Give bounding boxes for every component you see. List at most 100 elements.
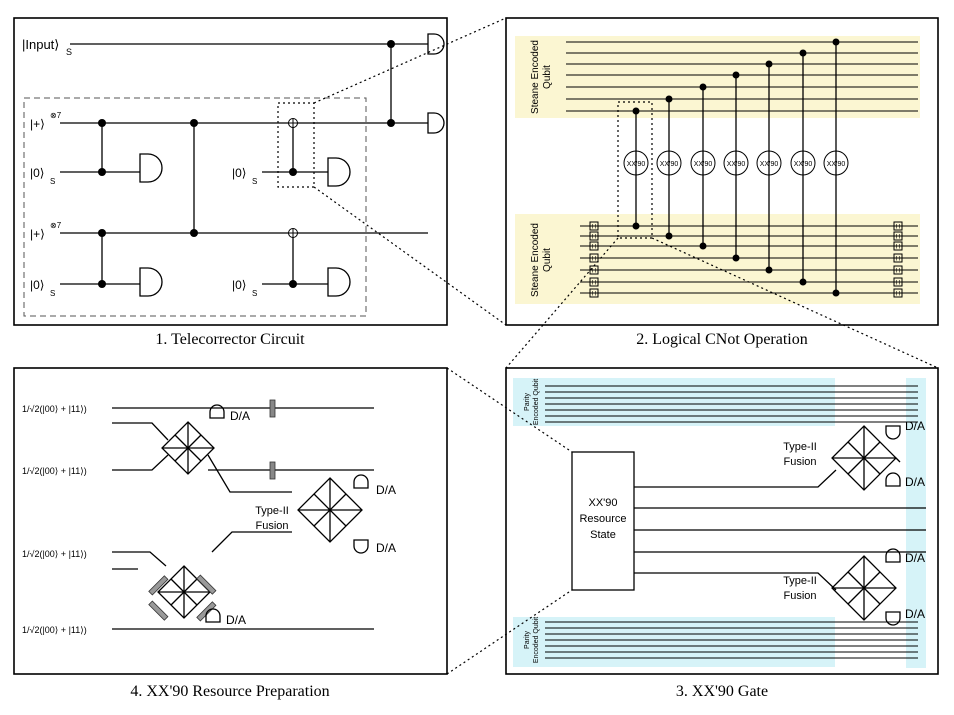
h-label: H <box>896 269 900 275</box>
beamsplitter-top <box>161 421 215 475</box>
h-label: H <box>592 235 596 241</box>
xx-gate-label: XX'90 <box>660 161 679 168</box>
plus-sup: ⊗7 <box>50 111 62 120</box>
detector-icon <box>209 404 225 419</box>
measurement-icon <box>139 267 163 297</box>
dashed-box <box>23 97 367 317</box>
xx-gate-label: XX'90 <box>827 161 846 168</box>
fusion-beamsplitter <box>297 477 363 543</box>
zero-ket-label: |0⟩ <box>30 166 44 180</box>
detector-label: D/A <box>376 541 396 555</box>
h-label: H <box>592 257 596 263</box>
bell-state-label: 1/√2(|00⟩ + |11⟩) <box>22 549 87 559</box>
measurement-icon <box>427 33 445 55</box>
zero-ket-label: |0⟩ <box>232 166 246 180</box>
detector-icon <box>885 548 901 563</box>
h-label: H <box>896 235 900 241</box>
h-label: H <box>896 257 900 263</box>
h-label: H <box>592 245 596 251</box>
panel-1-caption: 1. Telecorrector Circuit <box>155 331 305 348</box>
resource-state-box <box>571 451 635 591</box>
control-dots <box>98 40 395 288</box>
detector-icon <box>885 611 901 626</box>
dotted-selection-box <box>617 101 653 239</box>
fusion-beamsplitter-bottom <box>831 555 897 621</box>
xx-gate-label: XX'90 <box>627 161 646 168</box>
panel-4: 1/√2(|00⟩ + |11⟩) 1/√2(|00⟩ + |11⟩) 1/√2… <box>22 399 396 700</box>
fusion-label-1: Type-II <box>783 441 817 453</box>
bell-state-label: 1/√2(|00⟩ + |11⟩) <box>22 404 87 414</box>
panel-2-caption: 2. Logical CNot Operation <box>636 331 808 348</box>
top-block-label-2: Qubit <box>542 65 553 89</box>
h-label: H <box>896 292 900 298</box>
parity-label-2: Encoded Qubit <box>533 379 540 425</box>
detector-icon <box>353 539 369 554</box>
parity-label-1: Parity <box>524 631 531 649</box>
h-label: H <box>592 269 596 275</box>
h-label: H <box>896 245 900 251</box>
plus-sup: ⊗7 <box>50 221 62 230</box>
fusion-beamsplitter-top <box>831 425 901 491</box>
zero-sub: S <box>50 177 55 186</box>
xx-gate-label: XX'90 <box>727 161 746 168</box>
input-ket-label: |Input⟩ <box>22 37 59 52</box>
bell-state-label: 1/√2(|00⟩ + |11⟩) <box>22 625 87 635</box>
fusion-label-2: Fusion <box>783 590 816 602</box>
panel-3: Parity Encoded Qubit Parity Encoded Qubi… <box>513 378 926 700</box>
resource-label-3: State <box>590 529 616 541</box>
bottom-steane-block <box>515 214 920 304</box>
h-label: H <box>592 292 596 298</box>
h-label: H <box>592 281 596 287</box>
plus-ket-label: |+⟩ <box>30 117 45 131</box>
bottom-parity-block <box>513 617 835 667</box>
fusion-label-2: Fusion <box>783 456 816 468</box>
zoom-connectors <box>313 17 939 675</box>
waveplates-angled <box>148 574 217 622</box>
detector-label: D/A <box>226 613 246 627</box>
bell-state-label: 1/√2(|00⟩ + |11⟩) <box>22 466 87 476</box>
plus-ket-label: |+⟩ <box>30 227 45 241</box>
detector-label: D/A <box>905 551 925 565</box>
hadamard-column-right <box>893 221 903 298</box>
xx-gate-label: XX'90 <box>794 161 813 168</box>
zero-sub: S <box>50 289 55 298</box>
measurement-icon <box>327 157 351 187</box>
zero-sub: S <box>252 177 257 186</box>
xx-gates <box>623 150 849 176</box>
top-steane-block <box>515 36 920 118</box>
bottom-block-label-2: Qubit <box>542 248 553 272</box>
panel-1: |Input⟩ S |+⟩ ⊗7 |0⟩ S |0⟩ S |+⟩ ⊗7 |0⟩ … <box>22 33 445 348</box>
detector-icon <box>353 474 369 489</box>
h-label: H <box>896 281 900 287</box>
panel-2: Steane Encoded Qubit Steane Encoded Qubi… <box>515 36 920 348</box>
parity-label-1: Parity <box>524 393 531 411</box>
detector-label: D/A <box>376 483 396 497</box>
resource-label-2: Resource <box>579 513 626 525</box>
input-sub: S <box>66 47 72 57</box>
zero-sub: S <box>252 289 257 298</box>
top-block-label-1: Steane Encoded <box>530 40 541 114</box>
detector-icon <box>885 472 901 487</box>
detector-label: D/A <box>905 607 925 621</box>
zero-ket-label: |0⟩ <box>30 278 44 292</box>
xx-gate-label: XX'90 <box>694 161 713 168</box>
top-parity-block <box>513 378 835 426</box>
detector-label: D/A <box>230 409 250 423</box>
detector-icon <box>885 425 901 440</box>
measurement-icon <box>139 153 163 183</box>
waveplate <box>269 399 276 418</box>
bottom-block-label-1: Steane Encoded <box>530 223 541 297</box>
fusion-label-2: Fusion <box>255 520 288 532</box>
target-symbols <box>288 118 298 238</box>
waveplate <box>269 461 276 480</box>
xx-gate-label: XX'90 <box>760 161 779 168</box>
right-parity-strip <box>906 378 926 668</box>
fusion-label-1: Type-II <box>783 575 817 587</box>
hadamard-column-left <box>589 221 599 298</box>
panel-4-frame <box>13 367 448 675</box>
zero-ket-label: |0⟩ <box>232 278 246 292</box>
detector-label: D/A <box>905 475 925 489</box>
panel-3-caption: 3. XX'90 Gate <box>676 683 768 700</box>
resource-label-1: XX'90 <box>588 497 617 509</box>
